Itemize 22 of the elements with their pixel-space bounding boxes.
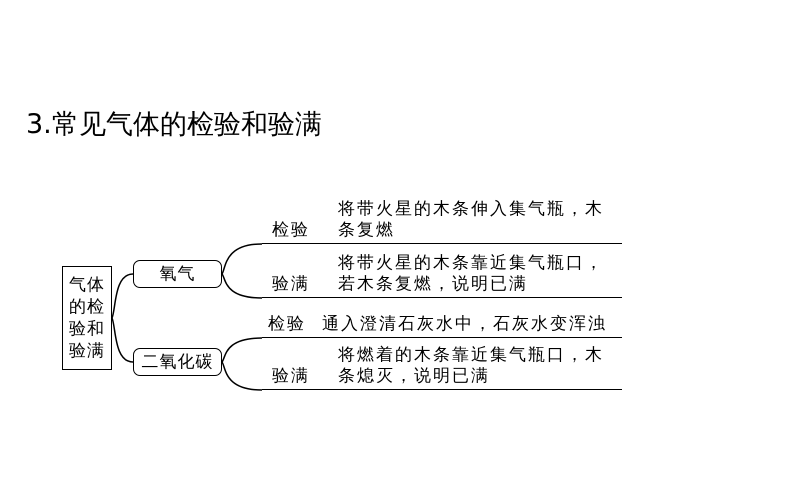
branch-label: 检验 — [268, 314, 306, 335]
branch-line — [262, 198, 622, 244]
title: 3.常见气体的检验和验满 — [26, 108, 322, 142]
connector-curve — [221, 243, 262, 274]
description-text: 将带火星的木条伸入集气瓶，木条复燃 — [338, 199, 605, 241]
branch-label: 验满 — [272, 274, 310, 295]
topic-box: 气体的检验和验满 — [62, 266, 112, 370]
category-box: 氧气 — [133, 260, 222, 288]
connector-curve — [221, 362, 262, 391]
description-text: 将燃着的木条靠近集气瓶口，木条熄灭，说明已满 — [338, 345, 605, 387]
category-box: 二氧化碳 — [133, 348, 222, 376]
branch-line — [262, 344, 622, 390]
branch-line — [262, 252, 622, 298]
connector-curve — [111, 273, 134, 318]
connector-curve — [111, 318, 134, 363]
connector-curve — [221, 274, 262, 299]
description-text: 通入澄清石灰水中，石灰水变浑浊 — [322, 314, 608, 335]
branch-line — [262, 314, 622, 338]
branch-label: 验满 — [272, 366, 310, 387]
connector-curve — [221, 337, 262, 362]
description-text: 将带火星的木条靠近集气瓶口，若木条复燃，说明已满 — [338, 253, 605, 295]
branch-label: 检验 — [272, 220, 310, 241]
